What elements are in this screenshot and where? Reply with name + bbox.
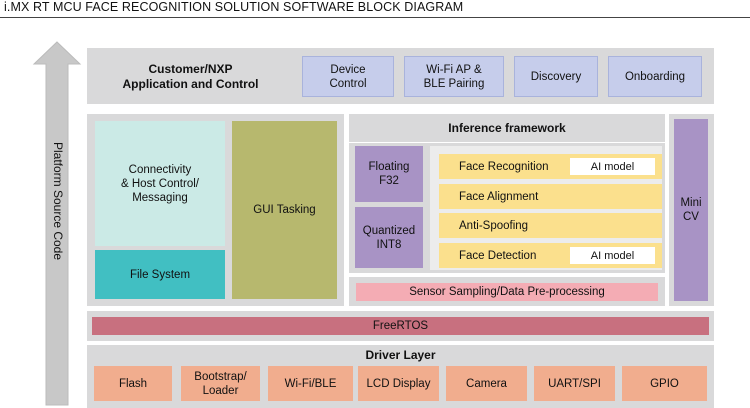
anti-spoofing-label: Anti-Spoofing [459, 219, 529, 232]
driver-gpio: GPIO [622, 366, 707, 401]
inference-framework-header: Inference framework [349, 114, 665, 142]
driver-flash-label: Flash [118, 377, 148, 390]
floating-line2: F32 [379, 175, 399, 187]
application-layer-title: Customer/NXP Application and Control [98, 58, 283, 96]
driver-gpio-label: GPIO [650, 377, 679, 390]
gui-tasking-block: GUI Tasking [232, 121, 337, 299]
mini-cv-line1: Mini [680, 197, 702, 209]
driver-wifi-label: Wi-Fi/BLE [284, 377, 337, 390]
connectivity-line3: Messaging [132, 191, 188, 204]
discovery-block: Discovery [514, 56, 598, 97]
driver-bootstrap-line2: Loader [202, 384, 239, 397]
face-detection-ai-model: AI model [570, 247, 655, 264]
driver-uart-spi: UART/SPI [534, 366, 615, 401]
quantized-line1: Quantized [362, 224, 416, 237]
driver-uart-label: UART/SPI [548, 377, 601, 390]
connectivity-line2: & Host Control/ [121, 177, 199, 190]
title-underline [0, 17, 750, 18]
device-control-block: Device Control [302, 56, 394, 97]
file-system-block: File System [95, 250, 225, 299]
sensor-sampling-block: Sensor Sampling/Data Pre-processing [356, 283, 658, 301]
driver-flash: Flash [94, 366, 172, 401]
diagram-title: i.MX RT MCU FACE RECOGNITION SOLUTION SO… [4, 0, 464, 14]
device-control-line2: Control [329, 77, 367, 90]
connectivity-line1: Connectivity [128, 163, 192, 176]
driver-camera-label: Camera [466, 377, 507, 390]
app-title-line2: Application and Control [122, 77, 259, 91]
quantized-line2: INT8 [376, 238, 402, 251]
face-alignment-row: Face Alignment [439, 184, 662, 209]
quantized-int8-block: Quantized INT8 [355, 207, 423, 268]
wifi-pairing-line2: BLE Pairing [423, 77, 485, 90]
floating-f32-block: Floating F32 [355, 146, 423, 202]
face-recognition-label: Face Recognition [459, 160, 549, 173]
onboarding-block: Onboarding [608, 56, 702, 97]
driver-bootstrap-line1: Bootstrap/ [194, 370, 247, 383]
onboarding-label: Onboarding [624, 70, 686, 83]
wifi-pairing-line1: Wi-Fi AP & [426, 63, 482, 76]
discovery-label: Discovery [530, 70, 582, 83]
driver-camera: Camera [446, 366, 527, 401]
freertos-block: FreeRTOS [92, 317, 709, 335]
floating-line1: Floating [368, 161, 410, 173]
mini-cv-line2: CV [683, 211, 699, 223]
device-control-line1: Device [330, 63, 366, 76]
driver-lcd-display: LCD Display [358, 366, 439, 401]
wifi-ble-pairing-block: Wi-Fi AP & BLE Pairing [404, 56, 504, 97]
face-detection-label: Face Detection [459, 249, 537, 262]
platform-arrow-label: Platform Source Code [51, 141, 65, 261]
mini-cv-block: Mini CV [674, 119, 708, 301]
app-title-line1: Customer/NXP [148, 62, 233, 76]
driver-wifi-ble: Wi-Fi/BLE [268, 366, 353, 401]
platform-arrow [32, 41, 82, 406]
connectivity-block: Connectivity & Host Control/ Messaging [95, 121, 225, 246]
driver-bootstrap-loader: Bootstrap/ Loader [181, 366, 260, 401]
face-alignment-label: Face Alignment [459, 190, 539, 203]
driver-lcd-label: LCD Display [366, 377, 431, 390]
driver-layer-title: Driver Layer [365, 348, 436, 362]
anti-spoofing-row: Anti-Spoofing [439, 213, 662, 238]
face-recognition-ai-model: AI model [570, 158, 655, 175]
